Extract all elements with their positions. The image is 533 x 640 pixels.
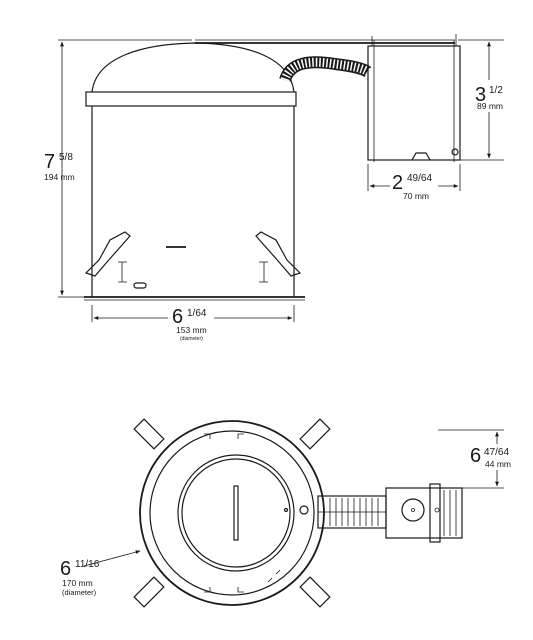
mounting-tabs bbox=[133, 418, 331, 608]
height-fraction: 5/8 bbox=[59, 152, 73, 163]
side-knockout bbox=[133, 282, 147, 289]
flange-diameter-metric: 170 mm bbox=[62, 578, 93, 588]
aperture-inner bbox=[181, 458, 291, 568]
side-diameter-dimension: 6 1/64 153 mm (diameter) bbox=[91, 305, 295, 342]
left-mounting-clip bbox=[84, 231, 131, 277]
box-depth-dimension: 6 47/64 44 mm bbox=[438, 429, 514, 489]
housing-collar bbox=[85, 91, 297, 107]
junction-box bbox=[367, 45, 461, 161]
box-height-dimension: 3 1/2 89 mm bbox=[458, 39, 510, 161]
flange-diameter-note: (diameter) bbox=[62, 588, 97, 597]
box-height-fraction: 1/2 bbox=[489, 85, 503, 96]
flange-diameter-dimension: 6 11/16 170 mm (diameter) bbox=[60, 550, 141, 597]
box-width-fraction: 49/64 bbox=[407, 173, 432, 184]
flange-diameter-fraction: 11/16 bbox=[75, 559, 100, 570]
side-diameter-fraction: 1/64 bbox=[187, 308, 207, 319]
box-depth-metric: 44 mm bbox=[485, 459, 511, 469]
flange-inner bbox=[149, 430, 315, 596]
flange-diameter-whole: 6 bbox=[60, 558, 71, 580]
height-whole: 7 bbox=[44, 151, 55, 173]
side-diameter-whole: 6 bbox=[172, 306, 183, 328]
box-height-metric: 89 mm bbox=[477, 101, 503, 111]
box-width-metric: 70 mm bbox=[403, 191, 429, 201]
height-metric: 194 mm bbox=[44, 172, 75, 182]
side-diameter-metric: 153 mm bbox=[176, 325, 207, 335]
side-diameter-note: (diameter) bbox=[180, 336, 203, 342]
side-view bbox=[84, 34, 461, 301]
box-height-whole: 3 bbox=[475, 84, 486, 106]
box-depth-fraction: 47/64 bbox=[484, 447, 509, 458]
box-width-whole: 2 bbox=[392, 172, 403, 194]
center-slot bbox=[233, 485, 239, 541]
housing-dome bbox=[91, 42, 295, 93]
top-view bbox=[133, 418, 463, 608]
box-width-dimension: 2 49/64 70 mm bbox=[367, 164, 461, 201]
flange-outer bbox=[139, 420, 325, 606]
adjustment-screw bbox=[299, 505, 309, 515]
right-mounting-clip bbox=[255, 231, 302, 277]
box-depth-whole: 6 bbox=[470, 445, 481, 467]
junction-box-top bbox=[385, 487, 463, 539]
height-dimension: 7 5/8 194 mm bbox=[44, 39, 192, 298]
aperture-outer bbox=[177, 454, 295, 572]
box-knockout bbox=[401, 498, 425, 522]
